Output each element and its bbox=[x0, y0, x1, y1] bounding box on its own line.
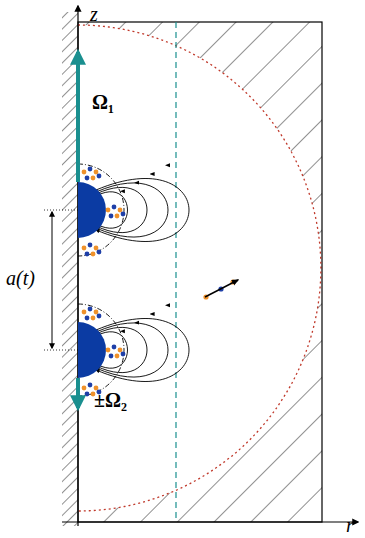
ion-dot bbox=[88, 167, 93, 172]
ion-dot bbox=[91, 252, 96, 257]
ion-dot bbox=[82, 386, 87, 391]
field-line bbox=[96, 318, 189, 381]
ion-dot bbox=[115, 214, 120, 219]
symmetry-wall bbox=[62, 12, 78, 526]
ion-dot bbox=[94, 246, 99, 251]
ion-dot bbox=[82, 310, 87, 315]
ion-dot bbox=[97, 174, 102, 179]
ion-dot bbox=[85, 252, 90, 257]
ion-dot bbox=[109, 354, 114, 359]
ion-dot bbox=[88, 383, 93, 388]
hatched-region bbox=[78, 22, 322, 522]
r-axis bbox=[62, 521, 358, 522]
ion-dot bbox=[106, 348, 111, 353]
ion-dot bbox=[97, 314, 102, 319]
ion-dot bbox=[88, 243, 93, 248]
hemisphere bbox=[78, 182, 106, 238]
field-arrow bbox=[151, 314, 157, 315]
field-line bbox=[96, 178, 189, 241]
ion-dot bbox=[112, 205, 117, 210]
ion-dot bbox=[118, 348, 123, 353]
far-field-boundary bbox=[78, 25, 321, 511]
field-line bbox=[96, 183, 168, 237]
field-line bbox=[96, 323, 168, 377]
particles bbox=[82, 167, 236, 397]
particle-arrow bbox=[205, 280, 238, 297]
field-arrow bbox=[121, 331, 127, 332]
ion-dot bbox=[91, 176, 96, 181]
dimension-arrow bbox=[52, 212, 53, 348]
ion-dot bbox=[91, 316, 96, 321]
rotation-vector bbox=[76, 378, 80, 408]
ion-dot bbox=[82, 246, 87, 251]
ion-dot bbox=[121, 352, 126, 357]
field-arrow bbox=[166, 305, 172, 306]
dimension-tick bbox=[44, 210, 78, 211]
ion-dot bbox=[115, 354, 120, 359]
ion-dot bbox=[109, 214, 114, 219]
ion-dot bbox=[112, 345, 117, 350]
debye-layer bbox=[78, 304, 124, 396]
ion-dot bbox=[118, 208, 123, 213]
axis-label: z bbox=[90, 4, 98, 24]
axis-label: r bbox=[346, 515, 354, 535]
field-arrow bbox=[151, 174, 157, 175]
field-lines bbox=[96, 165, 189, 381]
ion-dot bbox=[85, 392, 90, 397]
ion-dot bbox=[94, 170, 99, 175]
field-arrow bbox=[121, 191, 127, 192]
spheres bbox=[78, 164, 124, 396]
ion-dot bbox=[85, 316, 90, 321]
rotation-vector bbox=[76, 52, 80, 182]
ion-dot bbox=[97, 250, 102, 255]
hemisphere bbox=[78, 322, 106, 378]
domain-box bbox=[78, 22, 322, 522]
rotation-label: ±Ω₂ bbox=[94, 390, 127, 410]
dimension-tick bbox=[44, 350, 78, 351]
z-axis bbox=[77, 6, 78, 526]
rotation-label: Ω₁ bbox=[92, 92, 114, 112]
field-arrow bbox=[166, 165, 172, 166]
ion-dot bbox=[94, 310, 99, 315]
debye-layer bbox=[78, 164, 124, 256]
ion-dot bbox=[82, 170, 87, 175]
ion-dot bbox=[121, 212, 126, 217]
ion-dot bbox=[106, 208, 111, 213]
ion-dot bbox=[85, 176, 90, 181]
ion-dot bbox=[88, 307, 93, 312]
dimension-label: a(t) bbox=[6, 268, 35, 288]
dashed-line bbox=[175, 22, 176, 522]
